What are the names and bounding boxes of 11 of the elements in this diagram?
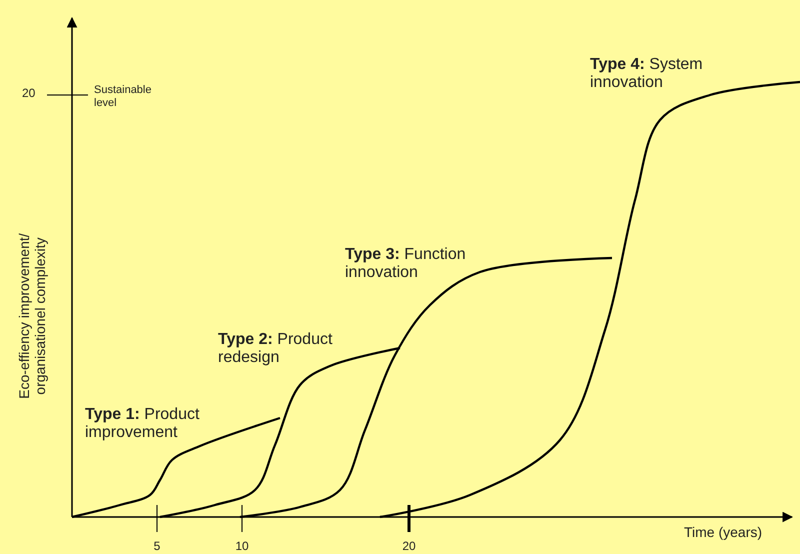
level-label: Sustainable level — [94, 84, 152, 110]
tick-label: 5 — [152, 540, 162, 554]
tick-label: 20 — [401, 540, 417, 554]
tick-label: 10 — [234, 540, 250, 554]
axis-title: Time (years) — [684, 524, 764, 540]
curve-label: Type 3: Function innovation — [345, 246, 467, 283]
curve-label: Type 2: Product redesign — [218, 331, 334, 368]
curve-label: Type 4: System innovation — [590, 56, 704, 93]
curve-label: Type 1: Product improvement — [85, 406, 200, 443]
tick-label: 20 — [22, 87, 36, 101]
axis-title: Eco-effiency improvement/ organisationel complexity — [16, 232, 48, 401]
